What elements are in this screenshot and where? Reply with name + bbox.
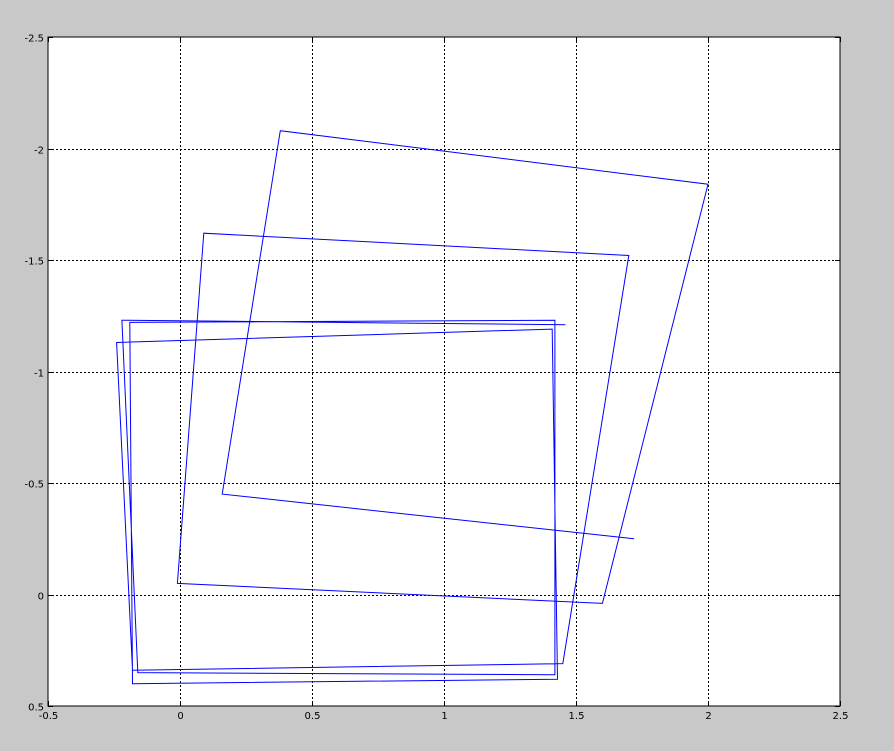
axis-ticks	[48, 37, 841, 707]
tick-labels: -0.5 0 0.5 1 1.5 2 2.5 -2.5 -2 -1.5 -1 -0.5 0 0.5	[24, 34, 848, 723]
y-tick-label: -1	[34, 369, 44, 380]
y-tick-label: 0	[38, 592, 44, 603]
x-tick-label: 1	[441, 711, 447, 722]
x-tick-label: 1.5	[569, 711, 585, 722]
x-tick-label: 0	[177, 711, 183, 722]
x-tick-label: 0.5	[305, 711, 321, 722]
y-tick-label: -0.5	[24, 480, 44, 491]
y-tick-label: 0.5	[28, 703, 44, 714]
x-tick-label: 2	[705, 711, 711, 722]
x-tick-label: -0.5	[39, 711, 59, 722]
y-tick-label: -2.5	[24, 34, 44, 45]
y-tick-label: -1.5	[24, 257, 44, 268]
series-lines	[116, 130, 709, 685]
y-tick-label: -2	[34, 146, 44, 157]
x-tick-label: 2.5	[833, 711, 849, 722]
series-line	[116, 130, 709, 685]
